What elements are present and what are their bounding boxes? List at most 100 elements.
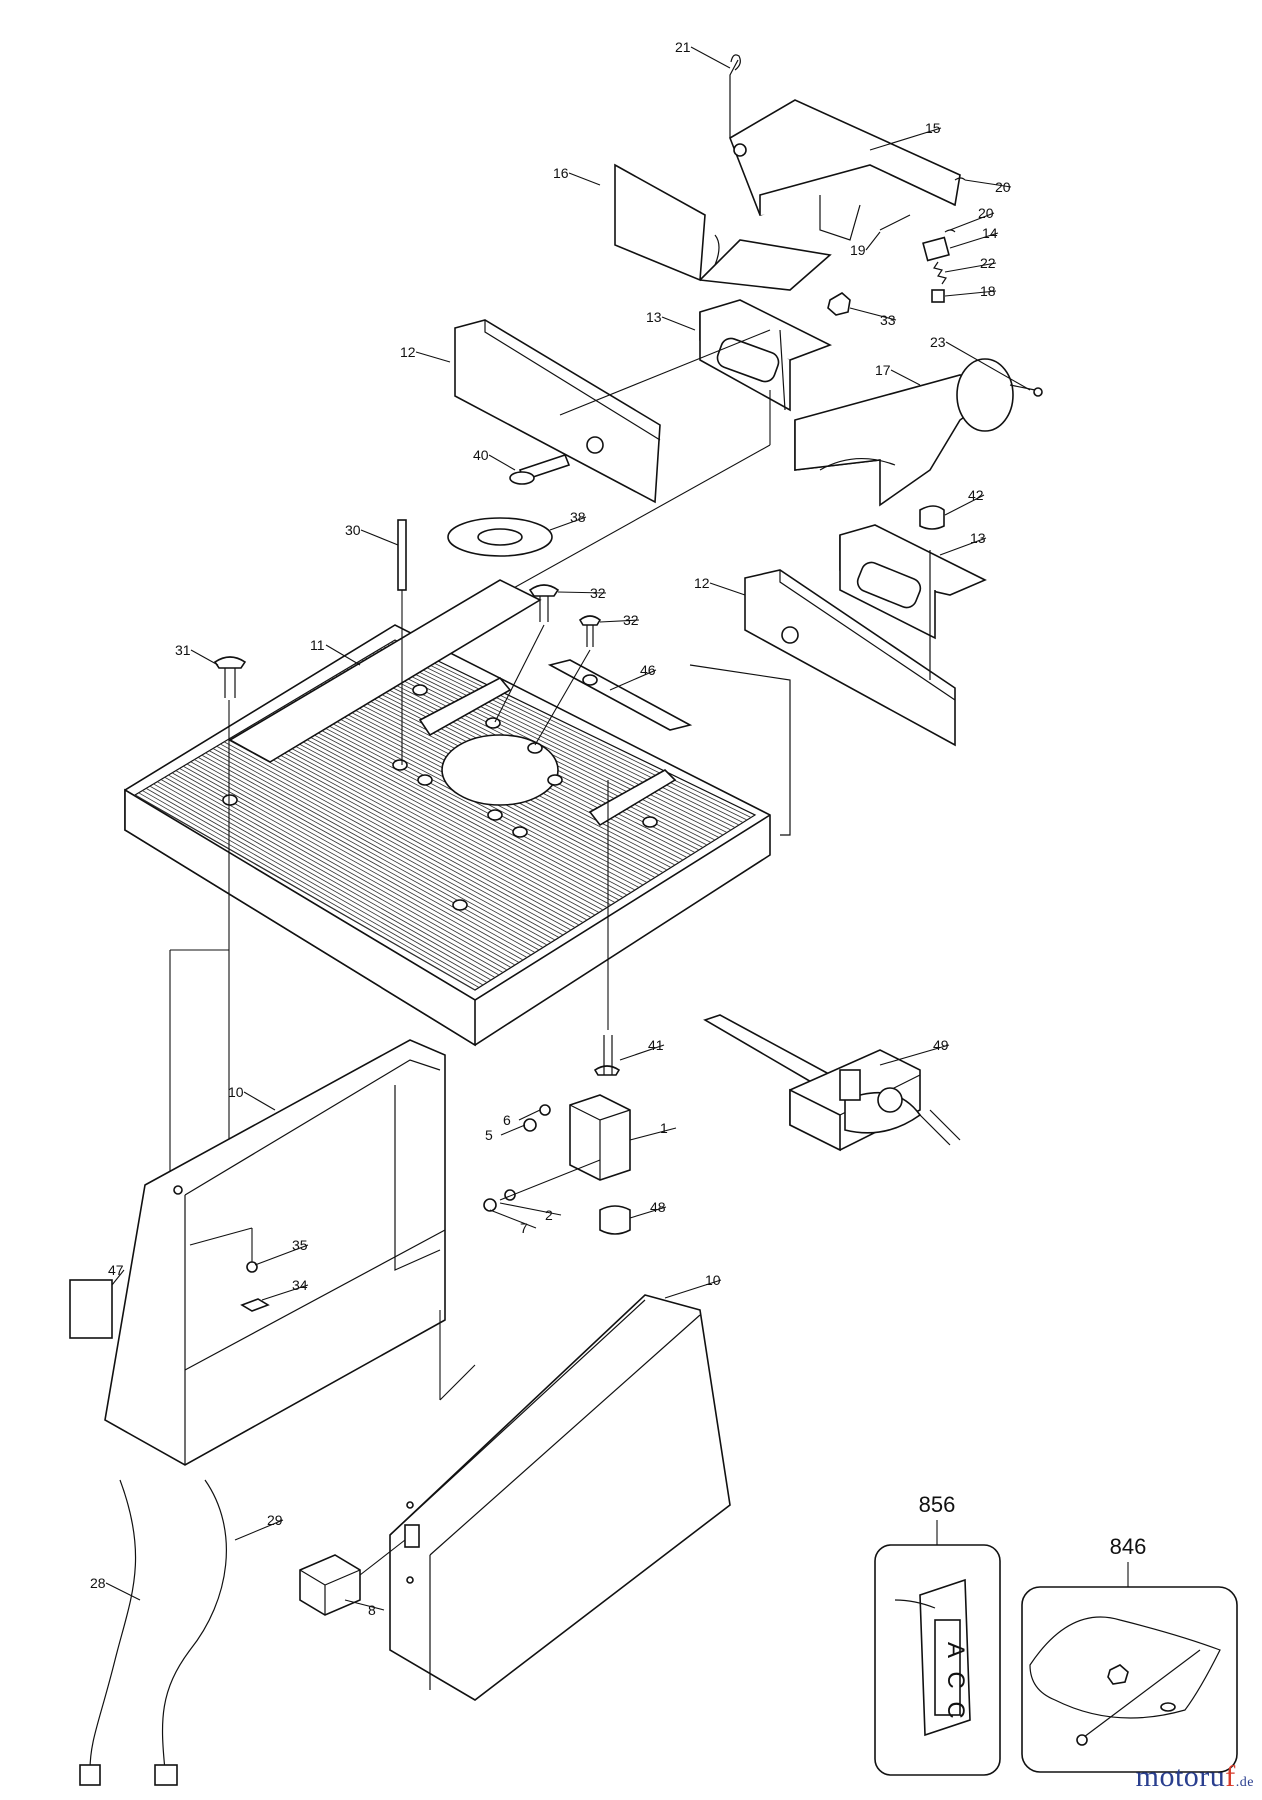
table-mounting-hole <box>222 794 238 806</box>
table-mounting-hole <box>452 899 468 911</box>
table-hatch-line <box>253 723 604 911</box>
table-mounting-hole <box>485 717 501 729</box>
callout-leader-15 <box>869 127 942 151</box>
table-hatch-line <box>220 743 568 933</box>
callout-leader-32 <box>557 591 607 594</box>
table-hatch-line <box>391 641 752 818</box>
table-hatch-line <box>164 776 508 971</box>
table-hatch-line <box>157 781 500 976</box>
callout-label-23: 23 <box>930 334 946 350</box>
callout-leader-35 <box>254 1244 309 1266</box>
tag-letter-3: C <box>942 1701 969 1718</box>
table-hatch-line <box>379 648 740 826</box>
table-hatch-line <box>368 655 728 833</box>
watermark-main: motoru <box>1135 1760 1226 1793</box>
table-hatch-line <box>212 748 560 938</box>
kit-856-tag-letters: A C C <box>942 1642 969 1719</box>
callout-label-22: 22 <box>980 255 996 271</box>
tag-letter-2: C <box>942 1671 969 1688</box>
kit-846-label: 846 <box>1110 1534 1147 1559</box>
callout-label-30: 30 <box>345 522 361 538</box>
watermark-suffix: .de <box>1235 1775 1254 1790</box>
table-hatch-line <box>209 750 556 941</box>
table-hatch-line <box>268 714 620 901</box>
table-hatch-line <box>160 779 504 973</box>
callout-label-12: 12 <box>400 344 416 360</box>
callout-label-31: 31 <box>175 642 191 658</box>
callout-label-6: 6 <box>503 1112 511 1128</box>
switch-box-hardware <box>483 1094 631 1235</box>
cabinet-left-panel <box>69 1039 446 1466</box>
table-hatch-line <box>194 759 540 951</box>
table-hatch-line <box>246 728 596 916</box>
callout-label-15: 15 <box>925 120 941 136</box>
callout-label-35: 35 <box>292 1237 308 1253</box>
callout-label-29: 29 <box>267 1512 283 1528</box>
callout-label-12: 12 <box>694 575 710 591</box>
callout-label-2: 2 <box>545 1207 553 1223</box>
kit-856-label: 856 <box>919 1492 956 1517</box>
table-hatch-line <box>142 790 484 986</box>
callout-label-11: 11 <box>310 637 325 653</box>
router-table-top <box>124 579 771 1047</box>
callout-leader-46 <box>609 669 657 691</box>
callout-leader-19 <box>865 231 881 251</box>
callout-label-10: 10 <box>705 1272 721 1288</box>
table-hatch-line <box>190 761 536 953</box>
callout-leader-12 <box>709 582 746 596</box>
table-hatch-line <box>186 763 532 956</box>
callout-label-32: 32 <box>590 585 606 601</box>
callout-leader-14 <box>949 232 999 249</box>
table-mounting-hole <box>487 809 503 821</box>
callout-leader-1 <box>629 1127 677 1141</box>
callout-leader-21 <box>690 46 731 69</box>
callout-leader-2 <box>499 1202 562 1216</box>
callout-leader-6 <box>518 1109 541 1121</box>
callout-label-40: 40 <box>473 447 489 463</box>
callout-label-48: 48 <box>650 1199 666 1215</box>
table-hatch-line <box>264 717 616 903</box>
callout-label-46: 46 <box>640 662 656 678</box>
table-hatch-line <box>383 646 744 823</box>
callout-leader-23 <box>945 341 1031 391</box>
callout-leader-20 <box>964 179 1012 188</box>
callout-leader-48 <box>629 1206 667 1219</box>
table-hatch-line <box>227 739 576 928</box>
table-mounting-hole <box>547 774 563 786</box>
callout-label-17: 17 <box>875 362 891 378</box>
table-hatch-line <box>153 783 496 978</box>
callout-leader-10 <box>243 1091 276 1111</box>
table-hatch-line <box>387 644 748 821</box>
callout-leader-12 <box>415 351 451 363</box>
table-hatch-line <box>183 765 528 958</box>
callout-label-42: 42 <box>968 487 984 503</box>
callout-leader-40 <box>488 454 516 471</box>
callout-label-49: 49 <box>933 1037 949 1053</box>
fence-guard-assembly <box>614 54 966 303</box>
kit-846-panel <box>1021 1562 1238 1773</box>
callout-leader-7 <box>489 1209 537 1229</box>
table-hatch-line <box>197 757 544 948</box>
dust-chute <box>794 358 1043 530</box>
table-hatch-line <box>231 737 580 926</box>
table-hatch-line <box>134 794 476 991</box>
callout-leader-8 <box>344 1599 385 1611</box>
callout-label-13: 13 <box>970 530 986 546</box>
table-hatch-line <box>275 710 628 896</box>
callout-leader-38 <box>549 516 587 531</box>
callout-label-34: 34 <box>292 1277 308 1293</box>
callout-leader-34 <box>261 1284 309 1301</box>
table-hatch-line <box>235 734 584 923</box>
table-hatch-line <box>223 741 572 931</box>
callout-leader-42 <box>944 494 985 516</box>
callout-label-10: 10 <box>228 1084 244 1100</box>
fasteners <box>169 519 621 1201</box>
tag-letter-1: A <box>942 1642 969 1658</box>
callout-leader-47 <box>111 1269 125 1286</box>
table-mounting-hole <box>642 816 658 828</box>
callout-label-7: 7 <box>520 1220 528 1236</box>
callout-leader-49 <box>879 1044 950 1066</box>
callout-label-38: 38 <box>570 509 586 525</box>
